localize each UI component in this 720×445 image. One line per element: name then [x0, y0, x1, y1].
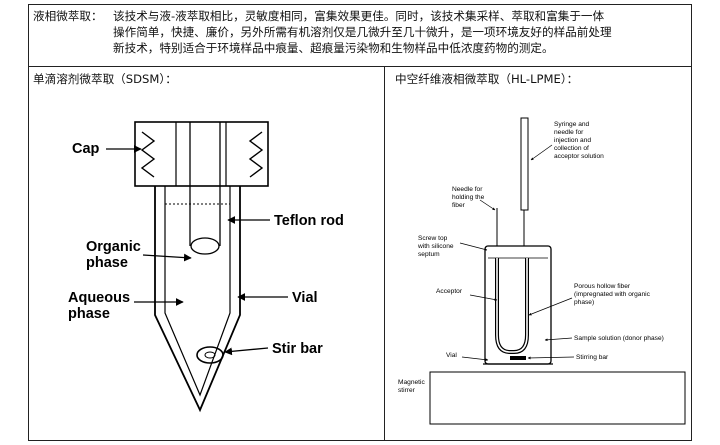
label-syringe-3: injection and: [554, 137, 591, 144]
label-screw-2: with silicone: [417, 243, 454, 250]
label-organic-2: phase: [86, 255, 128, 271]
organic-drop: [190, 237, 220, 255]
sdsm-labels: Cap Teflon rod Organic phase Vial Aqueou…: [68, 141, 344, 357]
hflpme-diagram: [429, 117, 686, 425]
label-porous-3: phase): [574, 299, 594, 306]
label-syringe-2: needle for: [554, 129, 584, 136]
label-vial: Vial: [292, 290, 318, 306]
label-needle-1: Needle for: [452, 186, 483, 193]
intro-label: 液相微萃取：: [33, 9, 103, 23]
stir-bar: [196, 346, 224, 364]
panel-divider: [384, 67, 385, 440]
label-magnetic-2: stirrer: [398, 387, 416, 394]
label-porous-1: Porous hollow fiber: [574, 283, 631, 290]
label-teflon-rod: Teflon rod: [274, 213, 344, 229]
label-hf-vial: Vial: [446, 352, 457, 359]
label-syringe-4: collection of: [554, 145, 589, 152]
label-stirring-bar: Stirring bar: [576, 354, 609, 361]
intro-line: 该技术与液-液萃取相比，灵敏度相同，富集效果更佳。同时，该技术集采样、萃取和富集…: [113, 9, 605, 23]
intro-text: 该技术与液-液萃取相比，灵敏度相同，富集效果更佳。同时，该技术集采样、萃取和富集…: [113, 8, 687, 56]
label-porous-2: (impregnated with organic: [574, 291, 651, 298]
intro-line: 操作简单，快捷、廉价，另外所需有机溶剂仅是几微升至几十微升，是一项环境友好的样品…: [113, 25, 612, 39]
label-organic-1: Organic: [86, 239, 141, 255]
hflpme-labels: Syringe and needle for injection and col…: [398, 121, 664, 394]
magnetic-stirrer: [429, 371, 686, 425]
intro-section: 液相微萃取： 该技术与液-液萃取相比，灵敏度相同，富集效果更佳。同时，该技术集采…: [29, 5, 691, 67]
label-syringe-5: acceptor solution: [554, 153, 604, 160]
cap-shape: [134, 121, 269, 187]
label-screw-3: septum: [418, 251, 440, 258]
sdsm-diagram: [106, 121, 288, 413]
hf-vial: [484, 245, 552, 365]
vial-shape: [154, 186, 241, 413]
hollow-fiber: [495, 258, 529, 354]
label-screw-1: Screw top: [418, 235, 448, 242]
cap-thread-right: [248, 131, 264, 178]
label-needle-3: fiber: [452, 202, 466, 209]
label-stir-bar: Stir bar: [272, 341, 323, 357]
label-aqueous-2: phase: [68, 306, 110, 322]
intro-line: 新技术，特别适合于环境样品中痕量、超痕量污染物和生物样品中低浓度药物的测定。: [113, 41, 554, 55]
label-cap: Cap: [72, 141, 100, 157]
label-sample: Sample solution (donor phase): [574, 335, 664, 342]
syringe: [520, 117, 529, 211]
sdsm-title: 单滴溶剂微萃取（SDSM）：: [33, 72, 177, 86]
label-needle-2: holding the: [452, 194, 485, 201]
hflpme-title: 中空纤维液相微萃取（HL-LPME）：: [395, 72, 579, 86]
label-magnetic-1: Magnetic: [398, 379, 425, 386]
cap-thread-left: [140, 131, 156, 178]
label-acceptor: Acceptor: [436, 288, 463, 295]
figure-frame: 液相微萃取： 该技术与液-液萃取相比，灵敏度相同，富集效果更佳。同时，该技术集采…: [28, 4, 692, 441]
label-syringe-1: Syringe and: [554, 121, 590, 128]
label-aqueous-1: Aqueous: [68, 290, 130, 306]
stirring-bar: [510, 356, 526, 360]
